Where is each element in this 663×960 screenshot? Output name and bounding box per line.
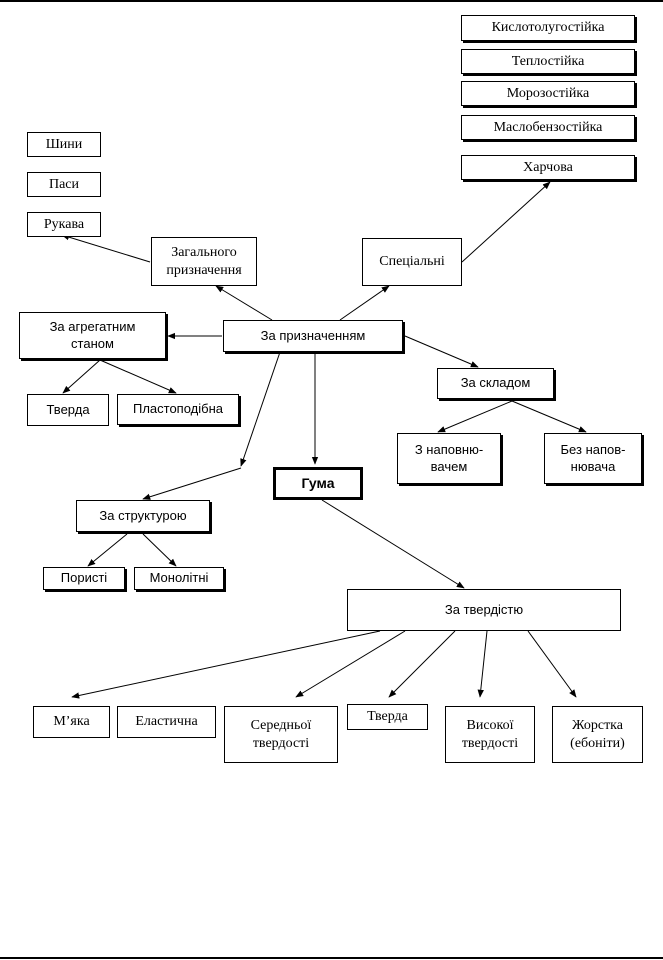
edge-skladom-z <box>437 400 513 433</box>
node-morozostiika: Морозостійка <box>461 81 635 106</box>
node-porysti: Пористі <box>43 567 125 590</box>
edge-tverd-zhorstka <box>527 630 577 698</box>
edge-tverd-miaka <box>71 630 381 699</box>
edge-pryzn-skladom <box>404 335 479 368</box>
node-za-pryznachenniam: За призначенням <box>223 320 403 352</box>
node-za-tverdistiu: За твердістю <box>347 589 621 631</box>
node-rukava: Рукава <box>27 212 101 237</box>
edge-pryzn-struktura-1 <box>240 351 281 467</box>
node-vysokoi: Високої твердості <box>445 706 535 763</box>
edge-zahalnoho-rukava <box>61 234 151 263</box>
node-tverda-ahrehat: Тверда <box>27 394 109 426</box>
node-monolitni: Монолітні <box>134 567 224 590</box>
edge-skladom-bez <box>511 400 587 433</box>
node-maslobenzostiika: Маслобензостійка <box>461 115 635 140</box>
node-tverda-tverdist: Тверда <box>347 704 428 730</box>
node-miaka: М’яка <box>33 706 110 738</box>
node-serednoi: Середньої твердості <box>224 706 338 763</box>
node-za-strukturoiu: За структурою <box>76 500 210 532</box>
node-bez-napovniuvacha: Без напов- нювача <box>544 433 642 484</box>
node-pasy: Паси <box>27 172 101 197</box>
node-kyslotoluhostiika: Кислотолугостійка <box>461 15 635 41</box>
node-zhorstka: Жорстка (ебоніти) <box>552 706 643 763</box>
node-kharchova: Харчова <box>461 155 635 180</box>
node-elastychna: Еластична <box>117 706 216 738</box>
node-z-napovniuvachem: З наповню- вачем <box>397 433 501 484</box>
edge-tverd-vysokoi <box>477 630 488 698</box>
node-guma: Гума <box>273 467 363 500</box>
node-plastopodibna: Пластоподібна <box>117 394 239 425</box>
top-rule <box>0 0 663 2</box>
edge-pryzn-struktura-2 <box>142 467 242 500</box>
edge-ahrehat-plasto <box>99 359 177 394</box>
edge-pryzn-zahalnoho <box>215 285 273 321</box>
edge-tverd-tverda <box>388 630 456 698</box>
edge-ahrehat-tverda <box>62 359 101 394</box>
edge-struktura-porysti <box>87 533 128 567</box>
edge-tverd-serednoi <box>295 630 406 698</box>
node-spetsialni: Спеціальні <box>362 238 462 286</box>
node-shyny: Шини <box>27 132 101 157</box>
edge-struktura-monolitni <box>142 533 177 567</box>
node-teplostiika: Теплостійка <box>461 49 635 74</box>
edge-spetsialni-kharchova <box>461 181 551 263</box>
bottom-rule <box>0 957 663 959</box>
node-za-skladom: За складом <box>437 368 554 399</box>
edge-pryzn-spetsialni <box>339 285 390 321</box>
node-zahalnoho: Загального призначення <box>151 237 257 286</box>
edge-guma-tverdistiu <box>321 499 465 589</box>
node-za-ahrehatnym: За агрегатним станом <box>19 312 166 359</box>
